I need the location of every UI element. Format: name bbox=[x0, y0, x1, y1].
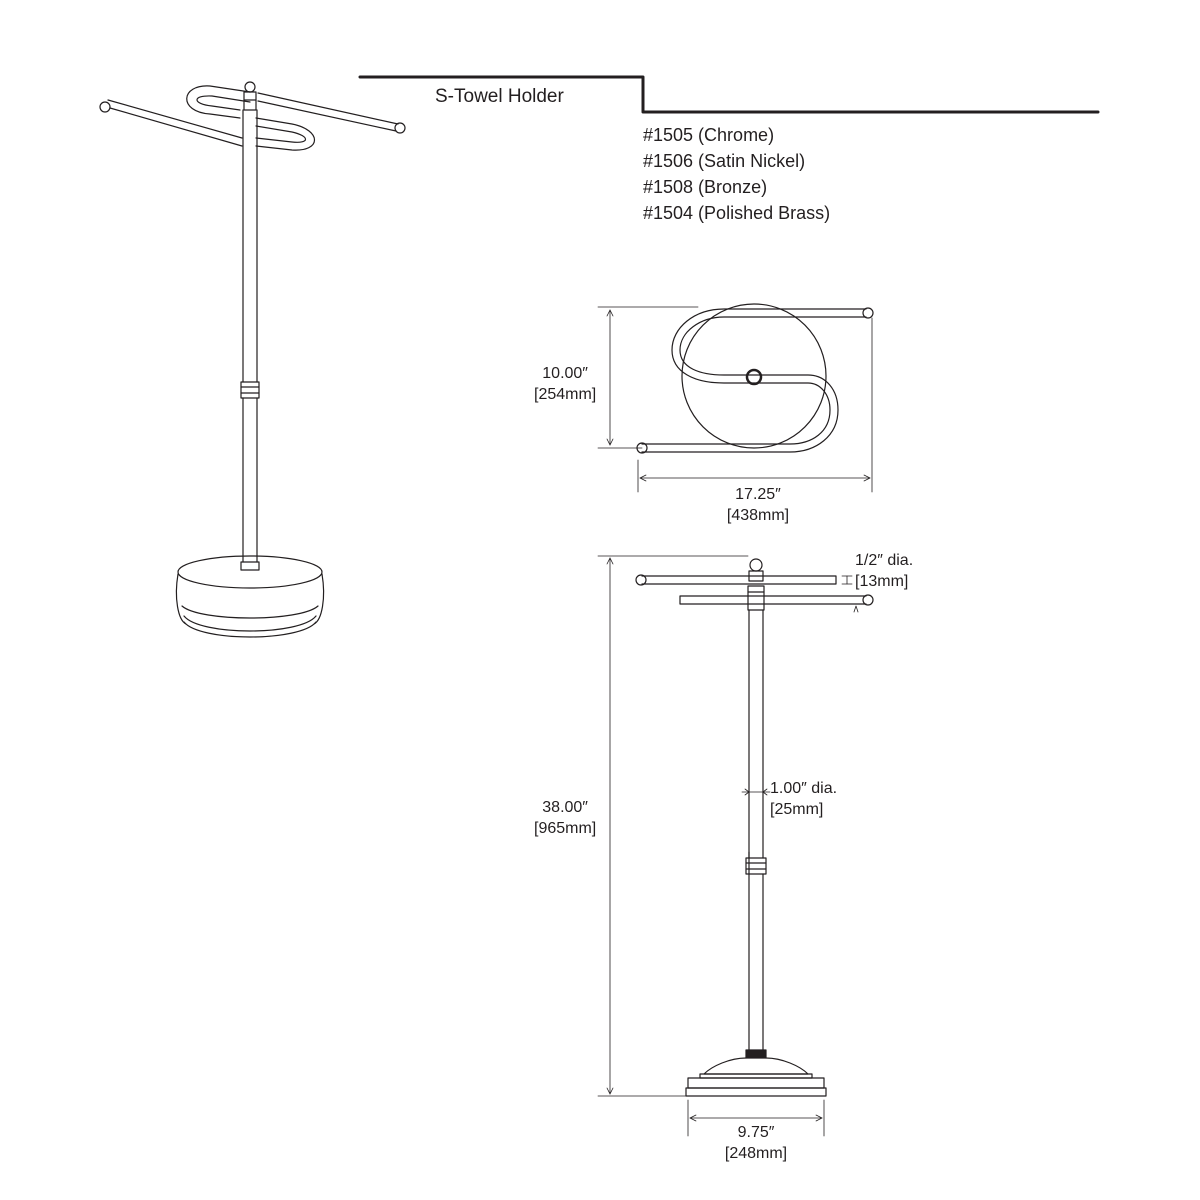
top-width-inch: 17.25″ bbox=[735, 486, 781, 503]
perspective-view bbox=[99, 81, 406, 638]
front-view-height-dimension bbox=[597, 555, 749, 1097]
height-mm: [965mm] bbox=[534, 820, 597, 837]
model-item: #1506 (Satin Nickel) bbox=[643, 151, 806, 171]
top-view bbox=[597, 303, 874, 493]
pole-diameter-dimension bbox=[741, 788, 771, 796]
top-depth-mm: [254mm] bbox=[534, 386, 597, 403]
pole-diameter-mm: [25mm] bbox=[770, 801, 824, 818]
arm-diameter-label: 1/2″ dia. [13mm] bbox=[855, 550, 913, 592]
height-inch: 38.00″ bbox=[542, 799, 588, 816]
model-item: #1505 (Chrome) bbox=[643, 125, 775, 145]
front-view-base-dimension bbox=[687, 1099, 825, 1137]
model-list: #1505 (Chrome) #1506 (Satin Nickel) #150… bbox=[643, 122, 830, 226]
arm-diameter-mm: [13mm] bbox=[855, 573, 909, 590]
top-depth-inch: 10.00″ bbox=[542, 365, 588, 382]
model-item: #1504 (Polished Brass) bbox=[643, 203, 831, 223]
front-view bbox=[635, 558, 874, 1097]
base-width-mm: [248mm] bbox=[724, 1145, 788, 1162]
height-label: 38.00″ [965mm] bbox=[534, 797, 596, 839]
arm-diameter-dimension bbox=[841, 575, 859, 613]
arm-diameter-inch: 1/2″ dia. bbox=[855, 552, 914, 569]
model-item: #1508 (Bronze) bbox=[643, 177, 768, 197]
top-view-depth-dimension bbox=[606, 309, 614, 446]
page-title: S-Towel Holder bbox=[435, 86, 564, 107]
top-width-mm: [438mm] bbox=[726, 507, 790, 524]
base-width-inch: 9.75″ bbox=[737, 1124, 775, 1141]
top-view-width-dimension bbox=[639, 474, 871, 482]
title-header-rule bbox=[358, 75, 1100, 114]
pole-diameter-label: 1.00″ dia. [25mm] bbox=[770, 778, 837, 820]
pole-diameter-inch: 1.00″ dia. bbox=[770, 780, 838, 797]
top-depth-label: 10.00″ [254mm] bbox=[534, 363, 596, 405]
base-width-label: 9.75″ [248mm] bbox=[716, 1122, 796, 1164]
top-width-label: 17.25″ [438mm] bbox=[718, 484, 798, 526]
